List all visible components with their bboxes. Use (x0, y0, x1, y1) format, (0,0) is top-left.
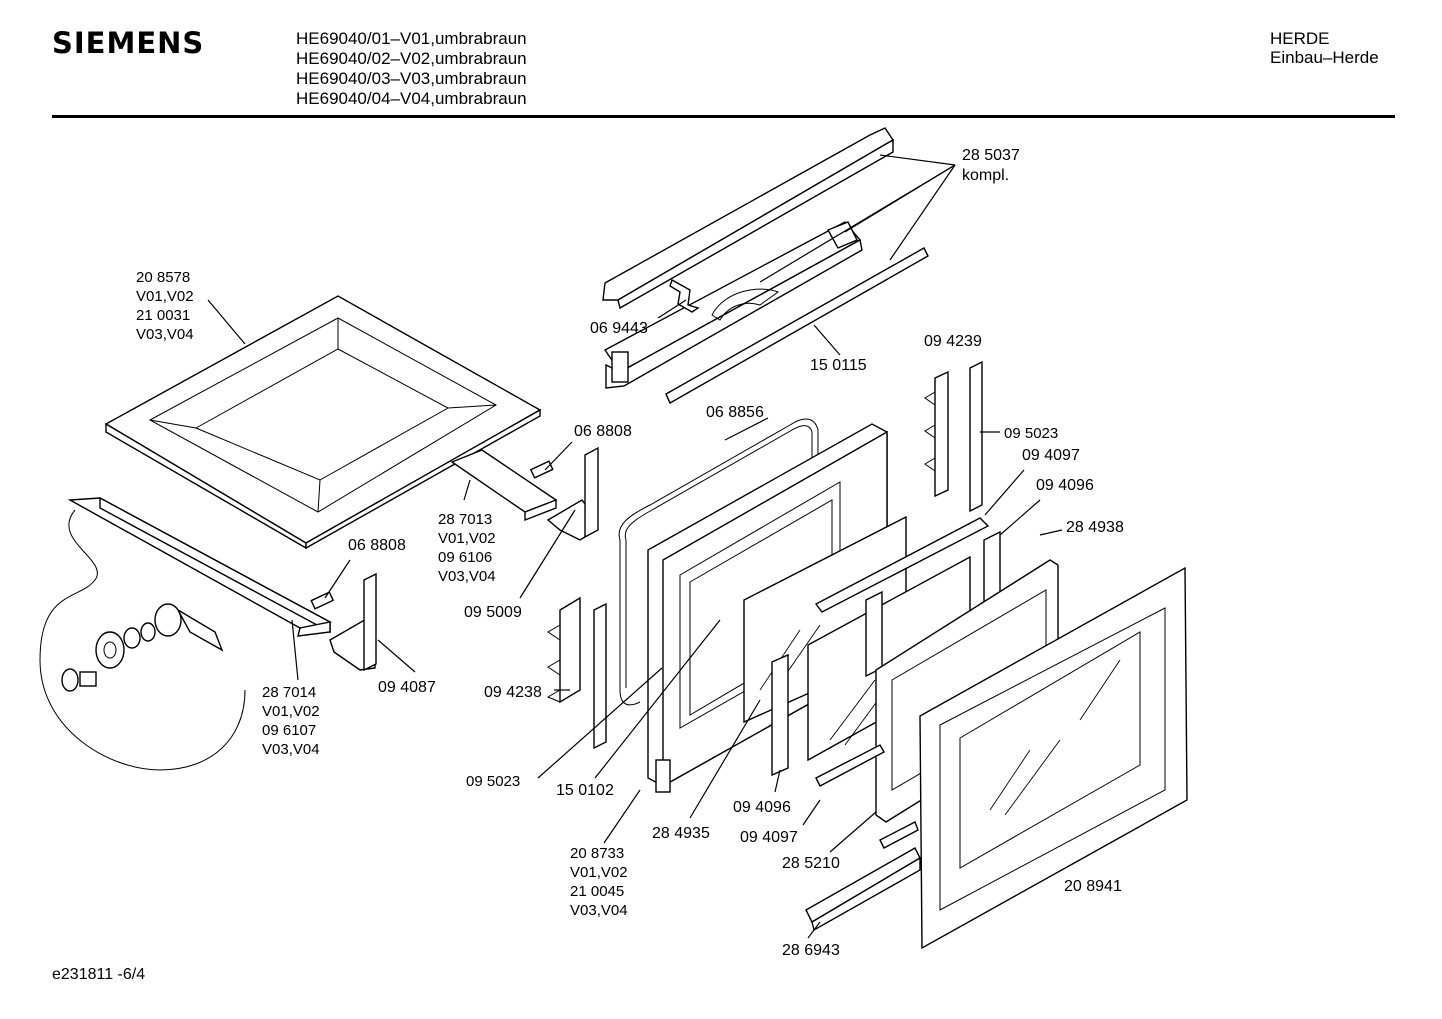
callout-094239: 09 4239 (924, 333, 982, 350)
lower-strip-part (879, 821, 919, 849)
side-rail-part (67, 496, 333, 637)
bottom-trim-part (805, 847, 921, 932)
callout-208733-variant: V01,V02 (570, 864, 628, 881)
callout-287014: 28 7014 (262, 684, 316, 701)
callout-285037: 28 5037 (962, 147, 1020, 164)
callout-287014-variant: V01,V02 (262, 703, 320, 720)
callout-208578: 20 8578 (136, 269, 190, 286)
model-list: HE69040/01–V01,umbrabraun HE69040/02–V02… (296, 29, 527, 109)
clip-lower (310, 591, 335, 610)
callout-284935: 28 4935 (652, 825, 710, 842)
category-block: HERDE Einbau–Herde (1270, 29, 1379, 67)
hinge-bracket-left (546, 596, 607, 750)
callout-094238: 09 4238 (484, 684, 542, 701)
callout-150102: 15 0102 (556, 782, 614, 799)
bracket-lower (329, 572, 377, 672)
detail-zoom-circle (39, 509, 246, 771)
callout-095023-lower: 09 5023 (466, 773, 520, 790)
callout-210031-variant: V03,V04 (136, 326, 194, 343)
category-title: HERDE (1270, 29, 1330, 48)
callout-286943: 28 6943 (782, 942, 840, 959)
model-line: HE69040/03–V03,umbrabraun (296, 69, 527, 88)
bracket-upper (546, 446, 599, 541)
trim-strip-part (665, 247, 929, 404)
category-subtitle: Einbau–Herde (1270, 48, 1379, 67)
callout-285037-note: kompl. (962, 167, 1009, 184)
callout-labels: 28 5037 kompl. 06 9443 15 0115 20 8578 V… (136, 147, 1124, 959)
callout-208578-variant: V01,V02 (136, 288, 194, 305)
header-divider (52, 115, 1395, 118)
callout-094097-upper: 09 4097 (1022, 447, 1080, 464)
door-gasket-part (618, 418, 819, 706)
handle-bar-part (602, 127, 894, 389)
leader-lines (207, 154, 1063, 939)
callout-096106: 09 6106 (438, 549, 492, 566)
callout-284938: 28 4938 (1066, 519, 1124, 536)
callout-150115: 15 0115 (810, 357, 867, 374)
callout-210045-variant: V03,V04 (570, 902, 628, 919)
callout-285210: 28 5210 (782, 855, 840, 872)
callout-094097-lower: 09 4097 (740, 829, 798, 846)
callout-287013-variant: V01,V02 (438, 530, 496, 547)
callout-094096-lower: 09 4096 (733, 799, 791, 816)
callout-095009: 09 5009 (464, 604, 522, 621)
callout-094087: 09 4087 (378, 679, 436, 696)
callout-094096-upper: 09 4096 (1036, 477, 1094, 494)
callout-096107: 09 6107 (262, 722, 316, 739)
callout-210045: 21 0045 (570, 883, 624, 900)
callout-287013: 28 7013 (438, 511, 492, 528)
model-line: HE69040/01–V01,umbrabraun (296, 29, 527, 48)
callout-068808-upper: 06 8808 (574, 423, 632, 440)
glass-clips-center (771, 590, 883, 777)
hinge-bracket-right (924, 360, 983, 513)
clip-upper (529, 460, 554, 479)
brand-logo: SIEMENS (52, 26, 205, 60)
callout-208941: 20 8941 (1064, 878, 1122, 895)
top-panel-part (104, 295, 542, 550)
callout-069443: 06 9443 (590, 320, 648, 337)
callout-095023-upper: 09 5023 (1004, 425, 1058, 442)
model-line: HE69040/02–V02,umbrabraun (296, 49, 527, 68)
model-line: HE69040/04–V04,umbrabraun (296, 89, 527, 108)
callout-096107-variant: V03,V04 (262, 741, 320, 758)
callout-096106-variant: V03,V04 (438, 568, 496, 585)
drawing-code: e231811 -6/4 (52, 966, 146, 983)
callout-208733: 20 8733 (570, 845, 624, 862)
callout-068856: 06 8856 (706, 404, 764, 421)
callout-210031: 21 0031 (136, 307, 190, 324)
outer-glass-door (919, 566, 1188, 950)
callout-068808-lower: 06 8808 (348, 537, 406, 554)
support-rail-upper (450, 449, 558, 522)
